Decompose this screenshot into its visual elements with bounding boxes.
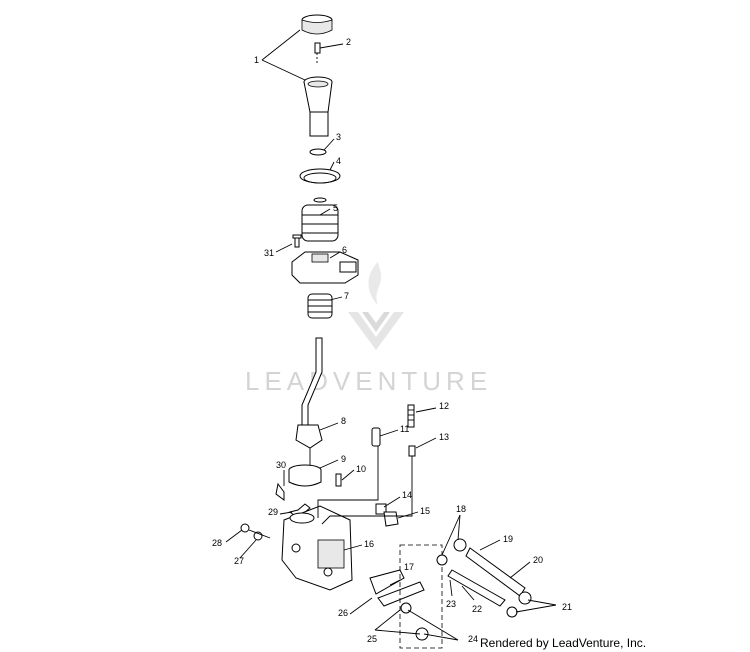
callout-17: 17 [404, 562, 414, 572]
shift-lever [295, 337, 323, 465]
callout-29: 29 [268, 507, 278, 517]
small-pin [335, 473, 342, 487]
callout-21: 21 [562, 602, 572, 612]
callout-15: 15 [420, 506, 430, 516]
callout-27: 27 [234, 556, 244, 566]
plate-screw [292, 234, 302, 248]
leader-lines [225, 29, 557, 641]
pivot-bolt [240, 523, 271, 539]
callout-25: 25 [367, 634, 377, 644]
callout-3: 3 [336, 132, 341, 142]
lever-bushing [288, 464, 322, 487]
callout-5: 5 [333, 203, 338, 213]
dashed-group-box [399, 544, 443, 649]
callout-28: 28 [212, 538, 222, 548]
shift-knob-cap [301, 14, 333, 35]
sleeve [408, 445, 416, 457]
callout-26: 26 [338, 608, 348, 618]
callout-4: 4 [336, 156, 341, 166]
credit-text: Rendered by LeadVenture, Inc. [480, 636, 647, 650]
callout-12: 12 [439, 401, 449, 411]
shifter-housing [281, 505, 353, 591]
knob-screw [314, 42, 321, 65]
callout-11: 11 [400, 424, 409, 434]
clip [275, 482, 285, 501]
callout-16: 16 [364, 539, 374, 549]
callout-19: 19 [503, 534, 513, 544]
callout-18: 18 [456, 504, 466, 514]
callout-6: 6 [342, 245, 347, 255]
tie-rod-assembly [436, 538, 532, 618]
callout-7: 7 [344, 291, 349, 301]
callout-13: 13 [439, 432, 449, 442]
upper-boot [301, 197, 339, 242]
callout-9: 9 [341, 454, 346, 464]
bracket-bolt [375, 503, 399, 527]
callout-10: 10 [356, 464, 366, 474]
pin [371, 427, 381, 447]
callout-23: 23 [446, 599, 456, 609]
threaded-rod [407, 404, 415, 428]
lower-boot [307, 293, 333, 319]
o-ring [309, 148, 327, 156]
callout-1: 1 [254, 55, 259, 65]
callout-labels: 1 2 3 4 5 6 7 8 9 10 11 12 13 14 15 16 1… [212, 37, 572, 644]
callout-8: 8 [341, 416, 346, 426]
callout-22: 22 [472, 604, 482, 614]
shift-plate [291, 251, 359, 284]
retaining-ring [299, 168, 341, 184]
callout-2: 2 [346, 37, 351, 47]
callout-24: 24 [468, 634, 478, 644]
shift-knob-boot [303, 76, 333, 137]
callout-20: 20 [533, 555, 543, 565]
watermark-text: LEADVENTURE [245, 366, 492, 396]
watermark-logo [348, 262, 404, 350]
callout-14: 14 [402, 490, 412, 500]
callout-30: 30 [276, 460, 286, 470]
callout-31: 31 [264, 248, 274, 258]
